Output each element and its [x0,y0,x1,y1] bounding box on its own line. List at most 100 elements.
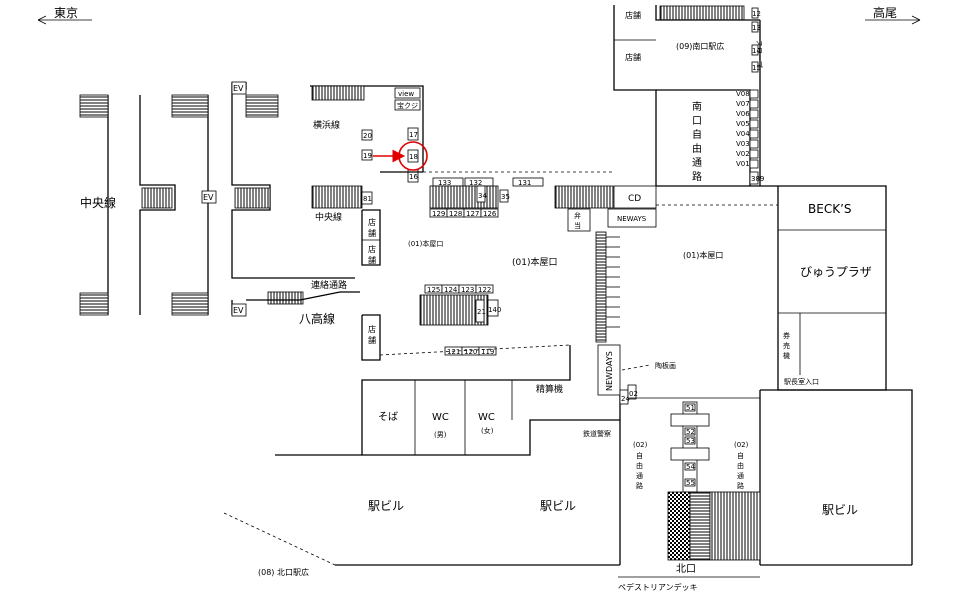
svg-text:55: 55 [686,479,695,487]
elevator-label: EV [233,84,244,93]
svg-text:由: 由 [636,461,643,470]
stair [267,291,304,305]
svg-text:機: 機 [783,351,790,360]
svg-text:(女): (女) [481,426,494,435]
direction-east-label: 高尾 [873,5,897,20]
neways-label: NEWAYS [617,215,647,223]
stair [429,185,499,209]
svg-text:舗: 舗 [368,335,376,345]
svg-text:券: 券 [783,331,790,340]
svg-text:132: 132 [469,179,482,187]
elevator [231,81,247,95]
svg-text:(男): (男) [434,431,447,439]
chuo-line-label: 中央線 [80,195,116,210]
svg-text:12: 12 [752,10,761,18]
honyaguchi-label-right: (01)本屋口 [683,250,723,260]
svg-text:54: 54 [686,463,695,471]
svg-text:20: 20 [363,132,372,140]
svg-text:02: 02 [629,390,638,398]
svg-text:舗: 舗 [368,228,376,238]
svg-text:(02): (02) [734,441,749,449]
newdays-label: NEWDAYS [605,351,614,391]
svg-text:133: 133 [438,179,451,187]
viewplaza-label: びゅうプラザ [800,265,872,279]
svg-text:120: 120 [464,348,477,356]
svg-text:119: 119 [481,348,494,356]
svg-text:通: 通 [692,157,702,169]
stair [141,187,173,209]
right-buildings: BECK’S びゅうプラザ 券 売 機 駅長室入口 [760,185,913,565]
svg-text:由: 由 [737,461,744,470]
svg-text:店舗: 店舗 [625,52,641,62]
svg-text:125: 125 [427,286,440,294]
escalator [667,491,691,561]
svg-text:弁: 弁 [574,211,581,220]
ticket-gates [595,231,607,343]
svg-text:路: 路 [636,481,643,490]
stair [171,94,209,118]
view-label: view [398,90,414,98]
svg-text:V03: V03 [736,140,750,148]
svg-text:51: 51 [686,404,695,412]
highlighted-sign: 18 [409,153,418,161]
chuo-line-small-label: 中央線 [315,211,342,223]
slope-label: スロープ [755,40,763,68]
svg-text:V05: V05 [736,120,750,128]
stair [234,187,271,209]
svg-text:V04: V04 [736,130,750,138]
honyaguchi-label: (01)本屋口 [512,256,557,268]
svg-text:路: 路 [737,481,744,490]
highlight-circle [398,141,428,171]
svg-text:122: 122 [478,286,491,294]
pottery-label: 陶板画 [655,361,676,370]
v-signs: V08 V07 V06 V05 V04 V03 V02 V01 389 12 1… [736,7,764,185]
svg-text:当: 当 [574,221,581,230]
svg-text:V01: V01 [736,160,750,168]
stair [689,491,711,561]
station-buildings: 駅ビル 駅ビル 駅ビル (08) 北口駅広 [223,499,912,577]
svg-text:129: 129 [432,210,445,218]
svg-text:駅ビル: 駅ビル [822,503,858,517]
svg-text:81: 81 [363,195,372,203]
svg-text:店: 店 [368,217,376,227]
svg-text:V07: V07 [736,100,750,108]
stationmaster-entrance-label: 駅長室入口 [784,377,819,386]
direction-west: 東京 [37,6,92,25]
svg-text:16: 16 [409,173,418,181]
stair [311,85,365,101]
stair [79,292,109,316]
svg-text:24: 24 [621,395,630,403]
svg-text:128: 128 [449,210,462,218]
svg-text:自: 自 [692,128,702,141]
elevator [231,303,247,317]
pedestrian-deck-label: ペデストリアンデッキ [618,582,698,592]
svg-text:舗: 舗 [368,255,376,265]
svg-text:由: 由 [692,142,702,155]
svg-text:店: 店 [368,324,376,334]
svg-text:389: 389 [751,175,764,183]
svg-text:通: 通 [636,471,643,480]
svg-text:53: 53 [686,437,695,445]
minami-plaza-label: (09)南口駅広 [676,41,724,51]
svg-text:WC: WC [478,412,495,423]
svg-text:売: 売 [783,341,790,350]
elevator-label: EV [203,193,214,202]
svg-text:WC: WC [432,412,449,423]
left-platforms: EV EV EV 中央線 [79,81,355,317]
svg-text:通: 通 [737,471,744,480]
kitaguchi-plaza-label: (08) 北口駅広 [258,567,309,577]
north-exit: 51 52 53 54 55 北口 ペデストリアンデッキ [618,401,761,592]
svg-text:52: 52 [686,428,695,436]
stair [245,94,279,118]
svg-text:21: 21 [477,308,486,316]
svg-text:35: 35 [501,193,510,201]
yokohama-line-label: 横浜線 [313,119,340,131]
svg-text:路: 路 [692,170,702,183]
gate-area: CD NEWAYS 弁 当 (01)本屋口 [554,185,778,343]
svg-text:そば: そば [378,411,398,423]
stair [171,292,209,316]
svg-text:口: 口 [692,116,702,127]
svg-text:124: 124 [444,286,458,294]
svg-text:34: 34 [478,192,487,200]
svg-text:19: 19 [363,152,372,160]
